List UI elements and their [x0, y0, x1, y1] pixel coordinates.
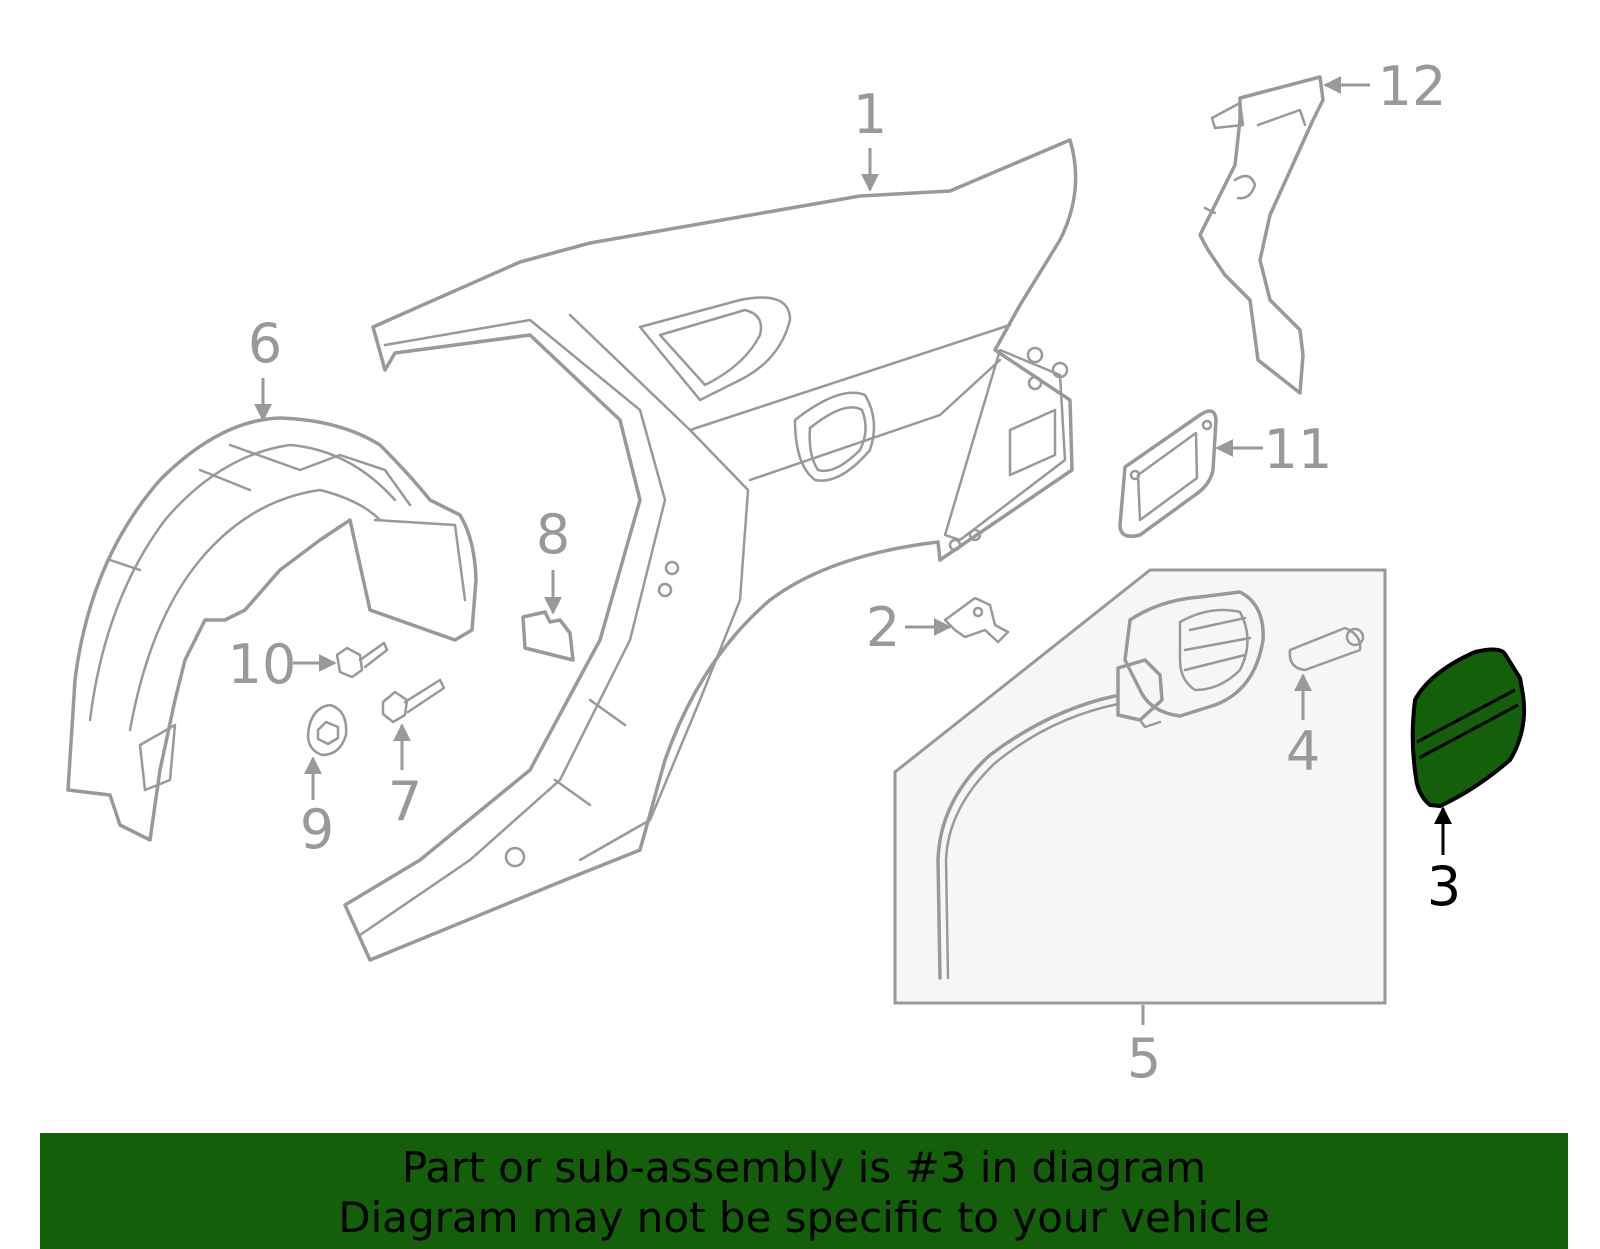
- part-10-bolt: [335, 641, 389, 679]
- callout-3: 3: [1427, 855, 1461, 918]
- part-2-bracket: [943, 596, 1010, 644]
- callout-1: 1: [853, 83, 887, 146]
- banner-line-2: Diagram may not be specific to your vehi…: [338, 1193, 1270, 1242]
- part-7-screw: [381, 678, 446, 724]
- info-banner: Part or sub-assembly is #3 in diagram Di…: [40, 1133, 1568, 1249]
- callout-6: 6: [248, 312, 282, 375]
- part-6-wheel-liner: [66, 416, 478, 842]
- callout-2: 2: [866, 596, 900, 659]
- callout-9: 9: [300, 798, 334, 861]
- callout-leaders: [254, 76, 1452, 1025]
- callout-7: 7: [388, 770, 422, 833]
- part-1-quarter-panel: [343, 138, 1078, 962]
- part-3-fuel-door: [1410, 647, 1527, 808]
- callout-labels: 1 2 3 4 5 6 7 8 9 10 11 12: [228, 55, 1462, 1090]
- callout-8: 8: [536, 503, 570, 566]
- part-11-seal: [1118, 409, 1218, 538]
- callout-12: 12: [1378, 55, 1447, 118]
- part-9-nut: [306, 703, 348, 757]
- banner-line-1: Part or sub-assembly is #3 in diagram: [401, 1143, 1207, 1192]
- callout-10: 10: [228, 633, 297, 696]
- part-8-patch: [521, 610, 575, 662]
- part-12-bracket: [1198, 75, 1325, 395]
- callout-4: 4: [1286, 720, 1320, 783]
- callout-11: 11: [1264, 418, 1333, 481]
- callout-5: 5: [1127, 1027, 1161, 1090]
- part-4-actuator: [1288, 626, 1365, 672]
- part-5-fuel-door-housing: [893, 568, 1387, 1005]
